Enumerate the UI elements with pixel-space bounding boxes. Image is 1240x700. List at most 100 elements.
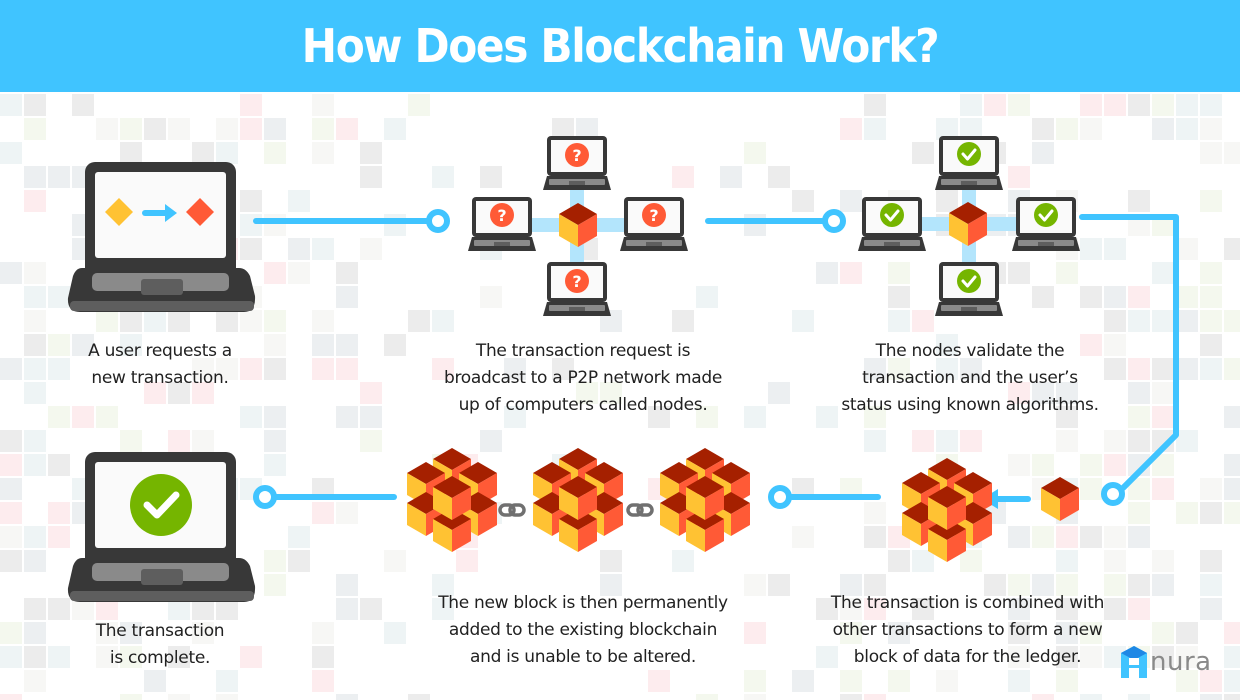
background-tile [864,94,886,116]
background-tile [1080,94,1102,116]
background-tile [1032,454,1054,476]
background-tile [552,118,574,140]
background-tile [1080,118,1102,140]
background-tile [120,118,142,140]
background-tile [360,430,382,452]
background-tile [144,118,166,140]
background-tile [480,430,502,452]
background-tile [1176,286,1198,308]
background-tile [168,310,190,332]
background-tile [0,622,22,644]
background-tile [1008,574,1030,596]
background-tile [1128,190,1150,212]
background-tile [696,694,718,700]
background-tile [984,94,1006,116]
background-tile [0,526,22,548]
background-tile [1104,358,1126,380]
background-tile [48,406,70,428]
background-tile [1032,118,1054,140]
background-tile [120,142,142,164]
background-tile [240,238,262,260]
background-tile [216,358,238,380]
step-1-caption: A user requests a new transaction. [40,338,280,392]
background-tile [1104,574,1126,596]
caption-line: The transaction request is [475,341,691,361]
background-tile [1224,238,1240,260]
background-tile [1200,310,1222,332]
background-tile [600,550,622,572]
background-tile [240,646,262,668]
background-tile [840,574,862,596]
background-tile [432,358,454,380]
background-tile [1176,358,1198,380]
background-tile [96,598,118,620]
background-tile [1152,358,1174,380]
background-tile [264,358,286,380]
background-tile [1104,526,1126,548]
transaction-cube-icon [559,203,597,247]
background-tile [1056,622,1078,644]
background-tile [264,454,286,476]
background-tile [240,118,262,140]
background-tile [120,694,142,700]
background-tile [216,598,238,620]
background-tile [144,382,166,404]
background-tile [840,598,862,620]
background-tile [192,622,214,644]
background-tile [888,622,910,644]
background-tile [264,310,286,332]
background-tile [1200,262,1222,284]
background-tile [168,118,190,140]
background-tile [168,694,190,700]
background-tile [1008,166,1030,188]
background-tile [144,670,166,692]
node-laptop-top [935,136,1003,190]
background-tile [1056,382,1078,404]
background-tile [1056,118,1078,140]
caption-line: other transactions to form a new [832,620,1103,640]
background-tile [192,430,214,452]
background-tile [912,142,934,164]
node-laptop-left [468,197,536,251]
background-tile [648,406,670,428]
background-tile [744,622,766,644]
background-tile [1008,526,1030,548]
background-tile [1128,526,1150,548]
background-tile [192,598,214,620]
transaction-cube-icon [949,202,987,246]
background-tile [864,406,886,428]
background-tile [264,118,286,140]
background-tile [1104,454,1126,476]
background-tile [48,454,70,476]
background-tile [888,310,910,332]
background-tile [552,358,574,380]
background-tile [216,310,238,332]
background-tile [1032,574,1054,596]
background-tile [888,550,910,572]
block-1-icon [407,448,497,552]
background-tile [840,262,862,284]
background-tile [912,430,934,452]
background-tile [360,382,382,404]
background-tile [1152,478,1174,500]
background-tile [504,406,526,428]
background-tile [0,694,22,700]
background-tile [120,622,142,644]
background-tile [1104,94,1126,116]
background-tile [1176,670,1198,692]
header-banner: How Does Blockchain Work? [0,0,1240,92]
background-tile [24,166,46,188]
background-tile [1128,430,1150,452]
background-tile [336,598,358,620]
laptop-complete-icon [67,452,256,602]
background-tile [984,574,1006,596]
caption-line: A user requests a [88,341,232,361]
background-tile [216,142,238,164]
node-laptop-top [543,136,611,190]
background-tile [1224,478,1240,500]
background-tile [936,190,958,212]
background-tile [48,166,70,188]
background-tile [672,310,694,332]
background-tile [288,550,310,572]
background-tile [1008,262,1030,284]
